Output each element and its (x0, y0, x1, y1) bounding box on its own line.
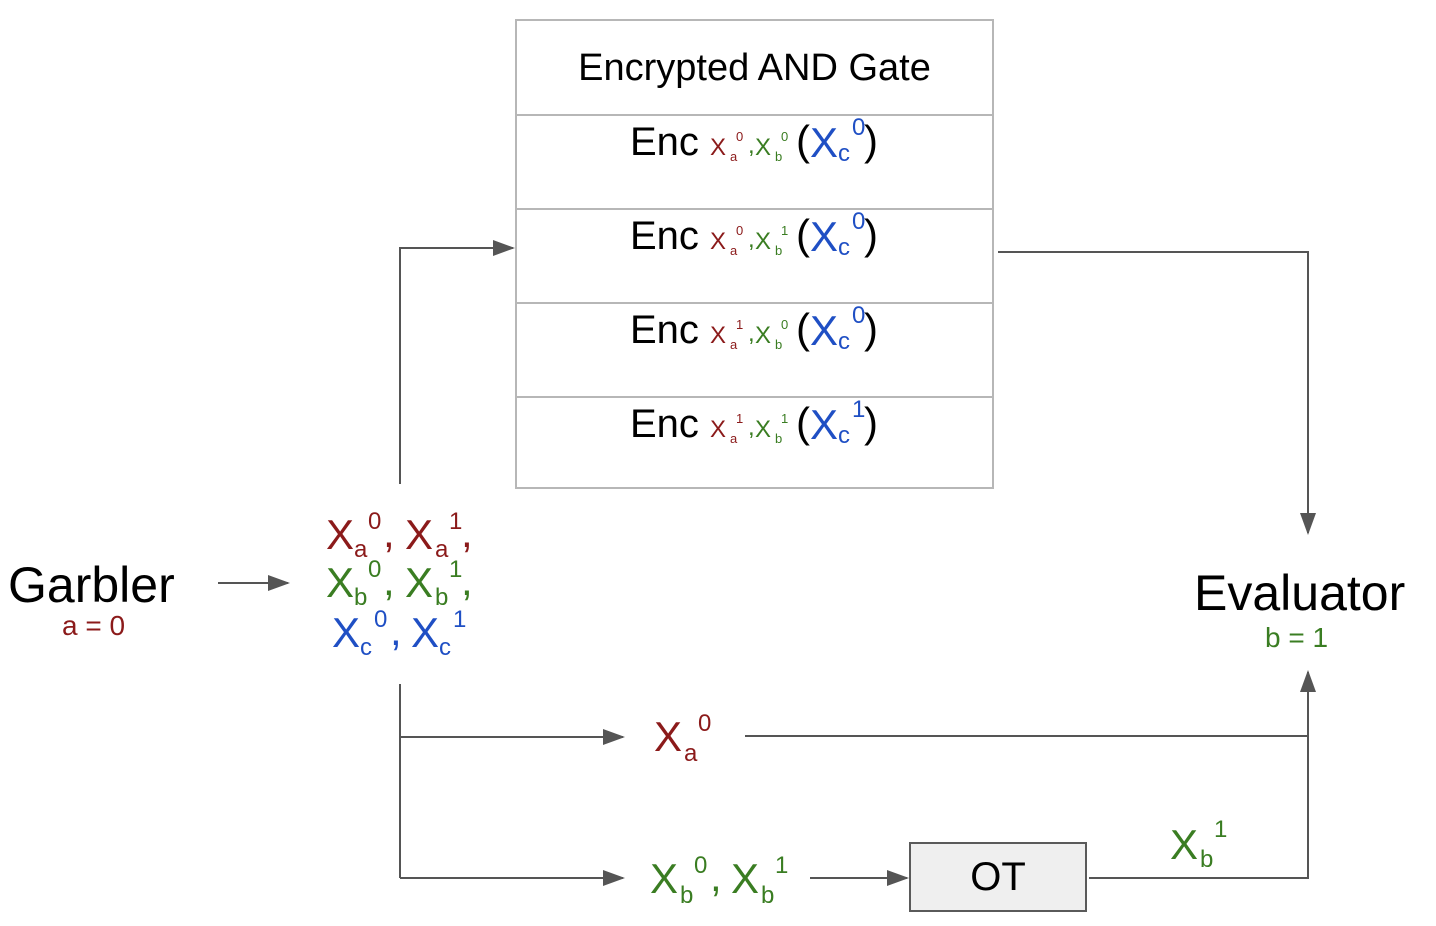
ot-input-xb1: X 1 b (731, 852, 789, 909)
gate-row (517, 208, 992, 302)
label-xb1: X 1 b (405, 556, 463, 611)
ot-input-xb0: X 0 b (650, 852, 708, 909)
enc-prefix: Enc (630, 120, 699, 164)
garbler-title: Garbler (8, 557, 175, 613)
ot-box: OT (909, 842, 1087, 912)
sent-label-xa0: X 0 a (654, 710, 712, 767)
label-xc1: X 1 c (411, 606, 467, 661)
evaluator-input: b = 1 (1265, 622, 1329, 653)
arrow-ot-to-evaluator (1089, 670, 1316, 879)
label-xa1: X 1 a (405, 508, 463, 563)
enc-prefix: Enc (630, 308, 699, 352)
gate-row (517, 114, 992, 208)
label-xa0: X 0 a (326, 508, 382, 563)
gate-title: Encrypted AND Gate (578, 47, 931, 89)
enc-prefix: Enc (630, 214, 699, 258)
label-xb0: X 0 b (326, 556, 382, 611)
arrow-labels-to-gate (399, 240, 515, 484)
encrypted-and-gate-table: Encrypted AND Gate (515, 19, 994, 489)
arrow-gate-to-evaluator (998, 251, 1316, 535)
label-xc0: X 0 c (332, 606, 388, 661)
ot-label: OT (970, 854, 1026, 899)
garbler-input: a = 0 (62, 610, 126, 641)
gate-row (517, 396, 992, 489)
evaluator-title: Evaluator (1194, 565, 1406, 621)
enc-prefix: Enc (630, 402, 699, 446)
ot-output-xb1: X 1 b (1170, 816, 1228, 873)
gate-row (517, 302, 992, 396)
